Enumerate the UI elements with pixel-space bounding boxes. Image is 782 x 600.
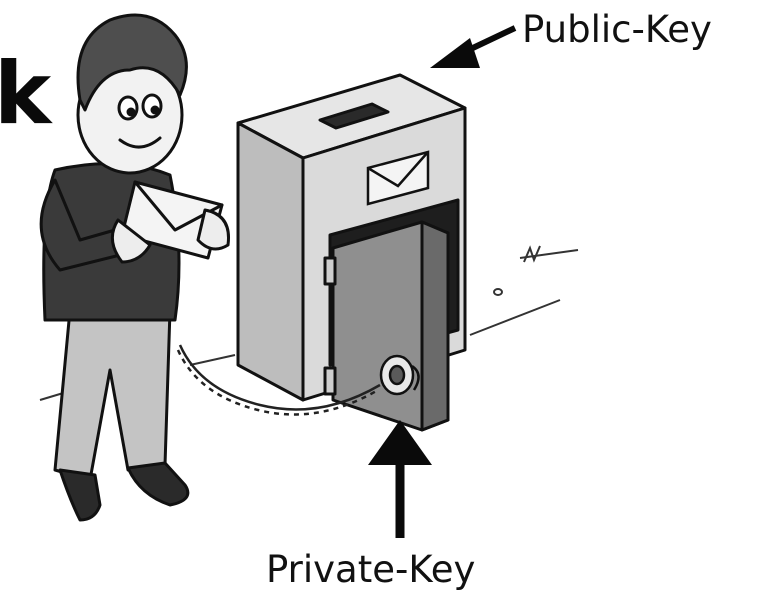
- arrow-up-icon: [368, 420, 432, 538]
- mailbox-front: [238, 123, 303, 400]
- cropped-edge-text: k: [0, 44, 51, 144]
- mailbox-door: [325, 222, 448, 430]
- man-hand-right: [198, 210, 229, 249]
- man-legs: [55, 310, 170, 480]
- public-key-label: Public-Key: [522, 8, 712, 51]
- man-shoe-right: [128, 463, 188, 505]
- man-figure: [41, 15, 228, 520]
- arrow-icon: [430, 28, 515, 68]
- private-key-label: Private-Key: [266, 548, 475, 591]
- man-shoe-left: [60, 470, 100, 520]
